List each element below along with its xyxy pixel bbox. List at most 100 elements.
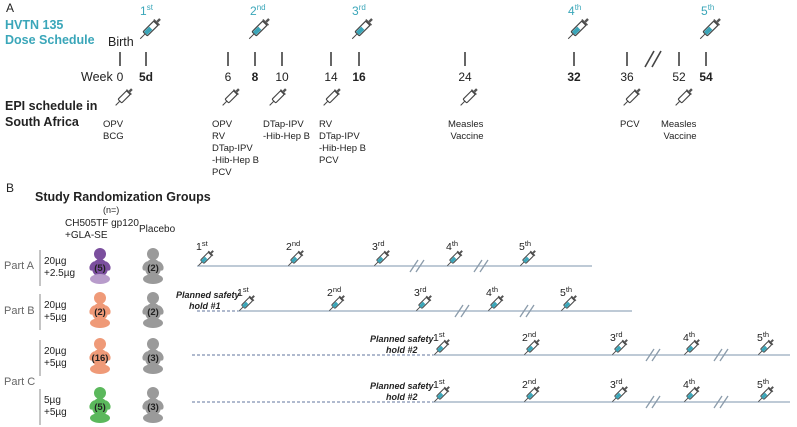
timeline-break <box>713 395 729 409</box>
timeline-break <box>645 395 661 409</box>
syringe-icon <box>488 295 504 311</box>
timeline-break <box>409 259 425 273</box>
svg-text:2nd: 2nd <box>522 377 536 391</box>
hvtn-dose-2: 2nd <box>248 3 270 40</box>
tick-label: 16 <box>352 70 366 84</box>
baby-icon-vaccine-row4: (5) <box>89 387 111 423</box>
svg-text:1st: 1st <box>433 330 446 344</box>
tick-6: 6 <box>225 52 232 84</box>
tick-label: 36 <box>620 70 634 84</box>
vaccine-count: (5) <box>94 402 106 413</box>
tick-32: 32 <box>567 52 581 84</box>
timeline-break <box>454 304 470 318</box>
syringe-icon <box>520 250 536 266</box>
syringe-icon <box>684 386 700 402</box>
syringe-icon <box>374 250 390 266</box>
tick-label: 10 <box>275 70 289 84</box>
epi-group-week10: DTap-IPV -Hib-Hep B <box>263 119 310 142</box>
syringe-icon <box>675 88 693 106</box>
tick-label: 14 <box>324 70 338 84</box>
timeline-break <box>645 348 661 362</box>
baby-icon-vaccine-row2: (2) <box>89 292 111 328</box>
tick-8: 8 <box>252 52 259 84</box>
dose-schedule-title-line2: Dose Schedule <box>5 33 95 47</box>
svg-text:2nd: 2nd <box>250 3 266 18</box>
svg-text:4th: 4th <box>446 239 458 253</box>
tick-label: 32 <box>567 70 581 84</box>
syringe-icon <box>561 295 577 311</box>
epi-group-week52: Measles Vaccine <box>661 119 699 142</box>
svg-text:5th: 5th <box>701 3 714 18</box>
svg-text:5th: 5th <box>757 377 769 391</box>
tick-label: 0 <box>117 70 124 84</box>
syringe-icon <box>269 88 287 106</box>
timeline-break <box>473 259 489 273</box>
svg-text:3rd: 3rd <box>610 377 623 391</box>
tick-label: 8 <box>252 70 259 84</box>
syringe-icon <box>758 386 774 402</box>
baby-icon-vaccine-row1: (5) <box>89 248 111 284</box>
syringe-icon <box>434 386 450 402</box>
epi-group-week14: RV DTap-IPV -Hib-Hep B PCV <box>319 119 369 166</box>
svg-text:3rd: 3rd <box>610 330 623 344</box>
dose-label-row2: 20µg+5µg <box>44 300 67 323</box>
syringe-icon <box>351 18 373 40</box>
panel-b: B Study Randomization Groups (n=) CH505T… <box>4 181 790 425</box>
syringe-icon <box>612 339 628 355</box>
tick-label: 5d <box>139 70 153 84</box>
tick-16: 16 <box>352 52 366 84</box>
part-c-label: Part C <box>4 376 35 388</box>
timeline-break <box>519 304 535 318</box>
syringe-icon <box>699 18 721 40</box>
vaccine-header-line1: CH505TF gp120 <box>65 218 139 229</box>
tick-54: 54 <box>699 52 713 84</box>
baby-icon-vaccine-row3: (16) <box>89 338 111 374</box>
syringe-icon <box>329 295 345 311</box>
birth-label: Birth <box>108 35 134 49</box>
svg-text:5th: 5th <box>757 330 769 344</box>
svg-text:1st: 1st <box>433 377 446 391</box>
tick-label: 52 <box>672 70 686 84</box>
syringe-icon <box>115 88 133 106</box>
dose-schedule-title-line1: HVTN 135 <box>5 18 63 32</box>
syringe-icon <box>524 386 540 402</box>
placebo-header: Placebo <box>139 224 176 235</box>
tick-5d: 5d <box>139 52 153 84</box>
syringe-icon <box>222 88 240 106</box>
tick-label: 54 <box>699 70 713 84</box>
vaccine-count: (2) <box>94 307 106 318</box>
baby-icon-placebo-row2: (2) <box>142 292 164 328</box>
week-label: Week <box>81 70 113 84</box>
randomization-title: Study Randomization Groups <box>35 190 211 204</box>
vaccine-count: (5) <box>94 263 106 274</box>
baby-icon-placebo-row3: (3) <box>142 338 164 374</box>
svg-text:2nd: 2nd <box>286 239 300 253</box>
placebo-count: (2) <box>147 263 159 274</box>
svg-text:5th: 5th <box>519 239 531 253</box>
syringe-icon <box>684 339 700 355</box>
syringe-icon <box>198 250 214 266</box>
placebo-count: (3) <box>147 353 159 364</box>
baby-icon-placebo-row1: (2) <box>142 248 164 284</box>
syringe-icon <box>239 295 255 311</box>
dose-label-row4: 5µg+5µg <box>44 395 67 418</box>
tick-10: 10 <box>275 52 289 84</box>
tick-label: 6 <box>225 70 232 84</box>
epi-group-week24: Measles Vaccine <box>448 119 486 142</box>
syringe-icon <box>416 295 432 311</box>
syringe-icon <box>139 18 161 40</box>
svg-text:1st: 1st <box>237 285 250 299</box>
syringe-icon <box>447 250 463 266</box>
svg-text:5th: 5th <box>560 285 572 299</box>
part-b-label: Part B <box>4 305 35 317</box>
syringe-icon <box>434 339 450 355</box>
svg-text:2nd: 2nd <box>327 285 341 299</box>
dose-label-row3: 20µg+5µg <box>44 346 67 369</box>
timeline-row-part-a: 1st 2nd 3rd 4th 5th <box>196 239 592 273</box>
svg-text:3rd: 3rd <box>414 285 427 299</box>
syringe-icon <box>623 88 641 106</box>
